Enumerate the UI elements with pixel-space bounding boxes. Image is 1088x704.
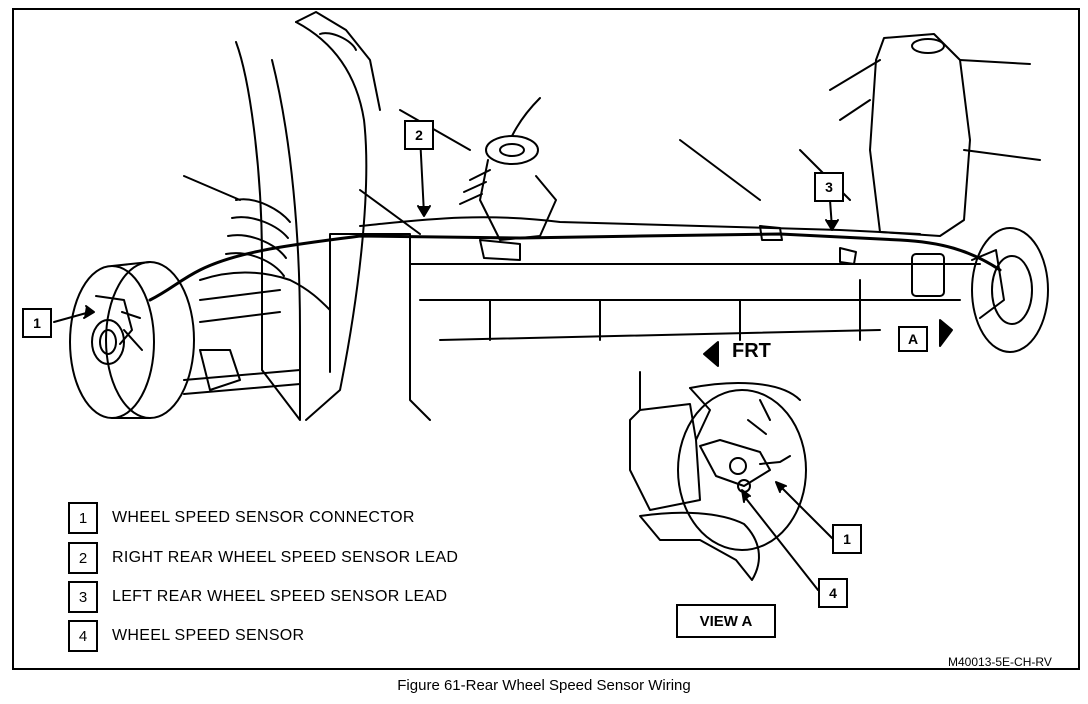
right-brake-assembly xyxy=(971,227,1049,353)
callout-3: 3 xyxy=(814,172,844,202)
view-a-marker: A xyxy=(898,326,928,352)
callout-1-view: 1 xyxy=(832,524,862,554)
figure-frame xyxy=(12,8,1080,670)
leader-1-main xyxy=(53,311,91,323)
leader-1-view xyxy=(779,485,833,539)
legend-row-1: 1 WHEEL SPEED SENSOR CONNECTOR xyxy=(68,502,415,534)
view-a-shroud xyxy=(639,511,760,581)
view-a-arrow xyxy=(939,319,953,347)
view-a-detail xyxy=(629,371,807,581)
right-quarter-panel xyxy=(869,33,971,237)
legend-number: 4 xyxy=(68,620,98,652)
leader-4-view xyxy=(743,495,819,591)
figure-code: M40013-5E-CH-RV xyxy=(948,655,1052,669)
left-brake-drum xyxy=(69,261,195,419)
floor-pan xyxy=(409,263,981,341)
legend-text: WHEEL SPEED SENSOR xyxy=(112,627,305,644)
right-rear-sensor-lead xyxy=(359,216,921,235)
callout-2: 2 xyxy=(404,120,434,150)
left-coil-spring xyxy=(225,198,291,277)
view-a-label: VIEW A xyxy=(676,604,776,638)
left-rear-sensor-lead xyxy=(148,232,1002,302)
left-axle-tube xyxy=(183,289,301,395)
legend-row-4: 4 WHEEL SPEED SENSOR xyxy=(68,620,304,652)
front-direction-label: FRT xyxy=(706,340,771,363)
callout-4-view: 4 xyxy=(818,578,848,608)
figure-caption: Figure 61-Rear Wheel Speed Sensor Wiring xyxy=(397,677,691,694)
legend-row-3: 3 LEFT REAR WHEEL SPEED SENSOR LEAD xyxy=(68,581,447,613)
legend-row-2: 2 RIGHT REAR WHEEL SPEED SENSOR LEAD xyxy=(68,542,458,574)
left-fender xyxy=(235,41,301,421)
legend-number: 1 xyxy=(68,502,98,534)
left-quarter-panel xyxy=(295,21,368,421)
frt-text: FRT xyxy=(732,340,771,362)
callout-1-main: 1 xyxy=(22,308,52,338)
right-spring-seat xyxy=(911,253,945,297)
legend-number: 2 xyxy=(68,542,98,574)
legend-number: 3 xyxy=(68,581,98,613)
front-direction-arrow xyxy=(703,341,719,367)
legend-text: LEFT REAR WHEEL SPEED SENSOR LEAD xyxy=(112,588,448,605)
legend-text: RIGHT REAR WHEEL SPEED SENSOR LEAD xyxy=(112,549,459,566)
legend-text: WHEEL SPEED SENSOR CONNECTOR xyxy=(112,509,415,526)
